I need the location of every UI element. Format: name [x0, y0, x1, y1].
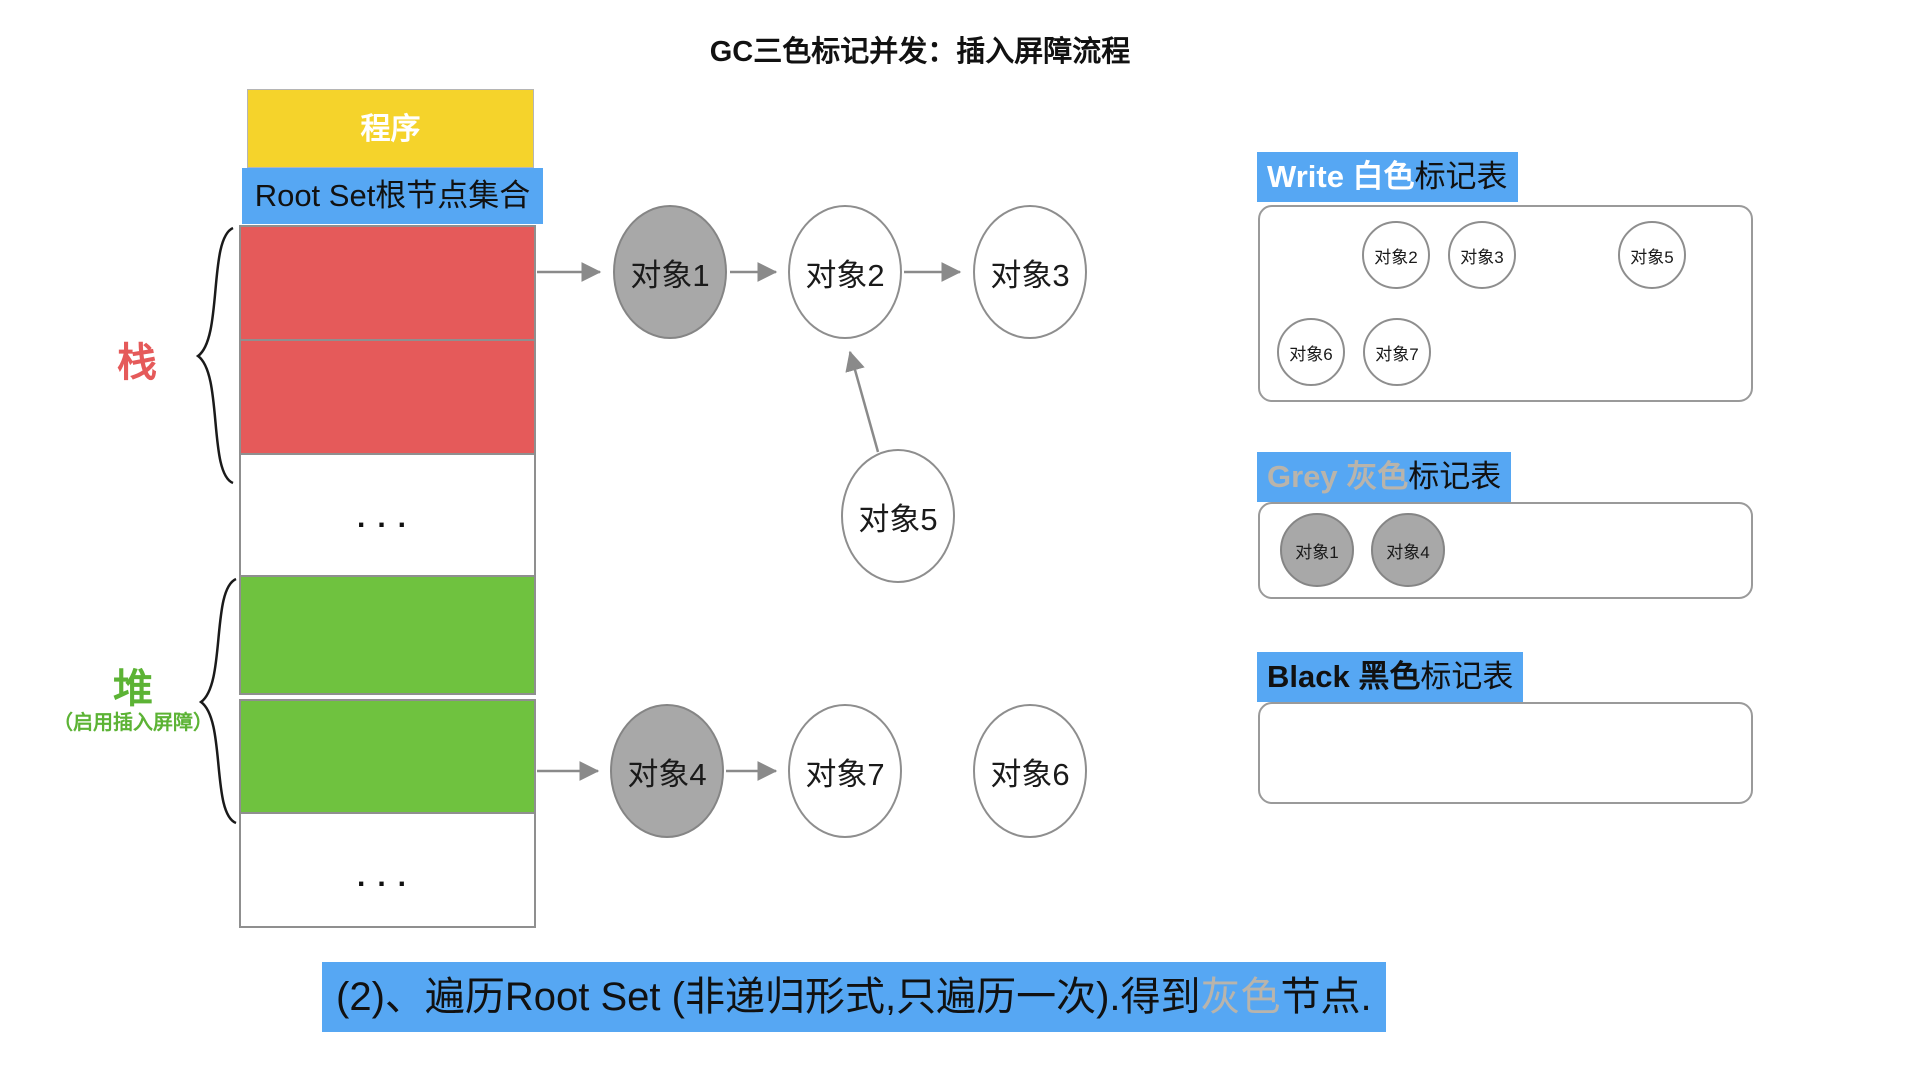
black-table-header: Black 黑色标记表 [1257, 652, 1524, 702]
node-label: 对象4 [627, 756, 707, 792]
memory-column: ... ... [239, 225, 536, 928]
heap-cell-1 [239, 575, 536, 695]
grey-table-title-suffix: 标记表 [1408, 459, 1502, 494]
white-item-obj3: 对象3 [1448, 221, 1516, 289]
arrow-obj5-to-obj2 [845, 350, 880, 453]
node-obj3: 对象3 [973, 205, 1087, 339]
grey-item-obj1: 对象1 [1280, 513, 1354, 587]
white-table-title-suffix: 标记表 [1414, 159, 1508, 194]
black-table-box [1258, 702, 1753, 804]
grey-table-title: Grey 灰色 [1267, 459, 1409, 494]
white-item-obj7: 对象7 [1363, 318, 1431, 386]
node-label: 对象5 [858, 501, 938, 537]
program-box: 程序 [247, 89, 534, 168]
heap-label: 堆 [113, 667, 153, 711]
caption-highlight: 灰色 [1200, 975, 1281, 1019]
node-obj7: 对象7 [788, 704, 902, 838]
page-title: GC三色标记并发：插入屏障流程 [709, 36, 1131, 68]
node-obj4: 对象4 [610, 704, 724, 838]
mini-label: 对象4 [1386, 542, 1430, 562]
mini-label: 对象7 [1375, 344, 1419, 364]
white-item-obj2: 对象2 [1362, 221, 1430, 289]
mini-label: 对象2 [1374, 247, 1418, 267]
memory-ellipsis-cell: ... [239, 453, 536, 577]
grey-table-header: Grey 灰色标记表 [1257, 452, 1512, 502]
caption-text: 节点. [1280, 975, 1372, 1019]
black-table-title: Black 黑色 [1267, 659, 1421, 694]
node-label: 对象2 [805, 257, 885, 293]
stack-cell-2 [239, 339, 536, 455]
heap-note: （启用插入屏障） [53, 712, 213, 734]
heap-cell-2 [239, 699, 536, 814]
white-table-title: Write 白色 [1267, 159, 1415, 194]
ellipsis-text: ... [356, 501, 418, 534]
memory-ellipsis-cell: ... [239, 812, 536, 928]
mini-label: 对象6 [1289, 344, 1333, 364]
mini-label: 对象5 [1630, 247, 1674, 267]
white-item-obj5: 对象5 [1618, 221, 1686, 289]
node-label: 对象3 [990, 257, 1070, 293]
stack-brace [195, 226, 234, 485]
stack-cell-1 [239, 225, 536, 341]
stack-label: 栈 [117, 341, 157, 385]
node-obj1: 对象1 [613, 205, 727, 339]
heap-brace [198, 577, 237, 825]
white-table-header: Write 白色标记表 [1257, 152, 1518, 202]
node-label: 对象7 [805, 756, 885, 792]
root-set-bar: Root Set根节点集合 [242, 168, 543, 224]
caption-text: (2)、遍历Root Set (非递归形式,只遍历一次).得到 [336, 975, 1201, 1019]
node-obj5: 对象5 [841, 449, 955, 583]
node-obj2: 对象2 [788, 205, 902, 339]
node-label: 对象1 [630, 257, 710, 293]
node-label: 对象6 [990, 756, 1070, 792]
black-table-title-suffix: 标记表 [1420, 659, 1514, 694]
ellipsis-text: ... [356, 860, 418, 893]
step-caption: (2)、遍历Root Set (非递归形式,只遍历一次).得到灰色节点. [322, 962, 1386, 1032]
node-obj6: 对象6 [973, 704, 1087, 838]
white-item-obj6: 对象6 [1277, 318, 1345, 386]
grey-item-obj4: 对象4 [1371, 513, 1445, 587]
mini-label: 对象3 [1460, 247, 1504, 267]
mini-label: 对象1 [1295, 542, 1339, 562]
